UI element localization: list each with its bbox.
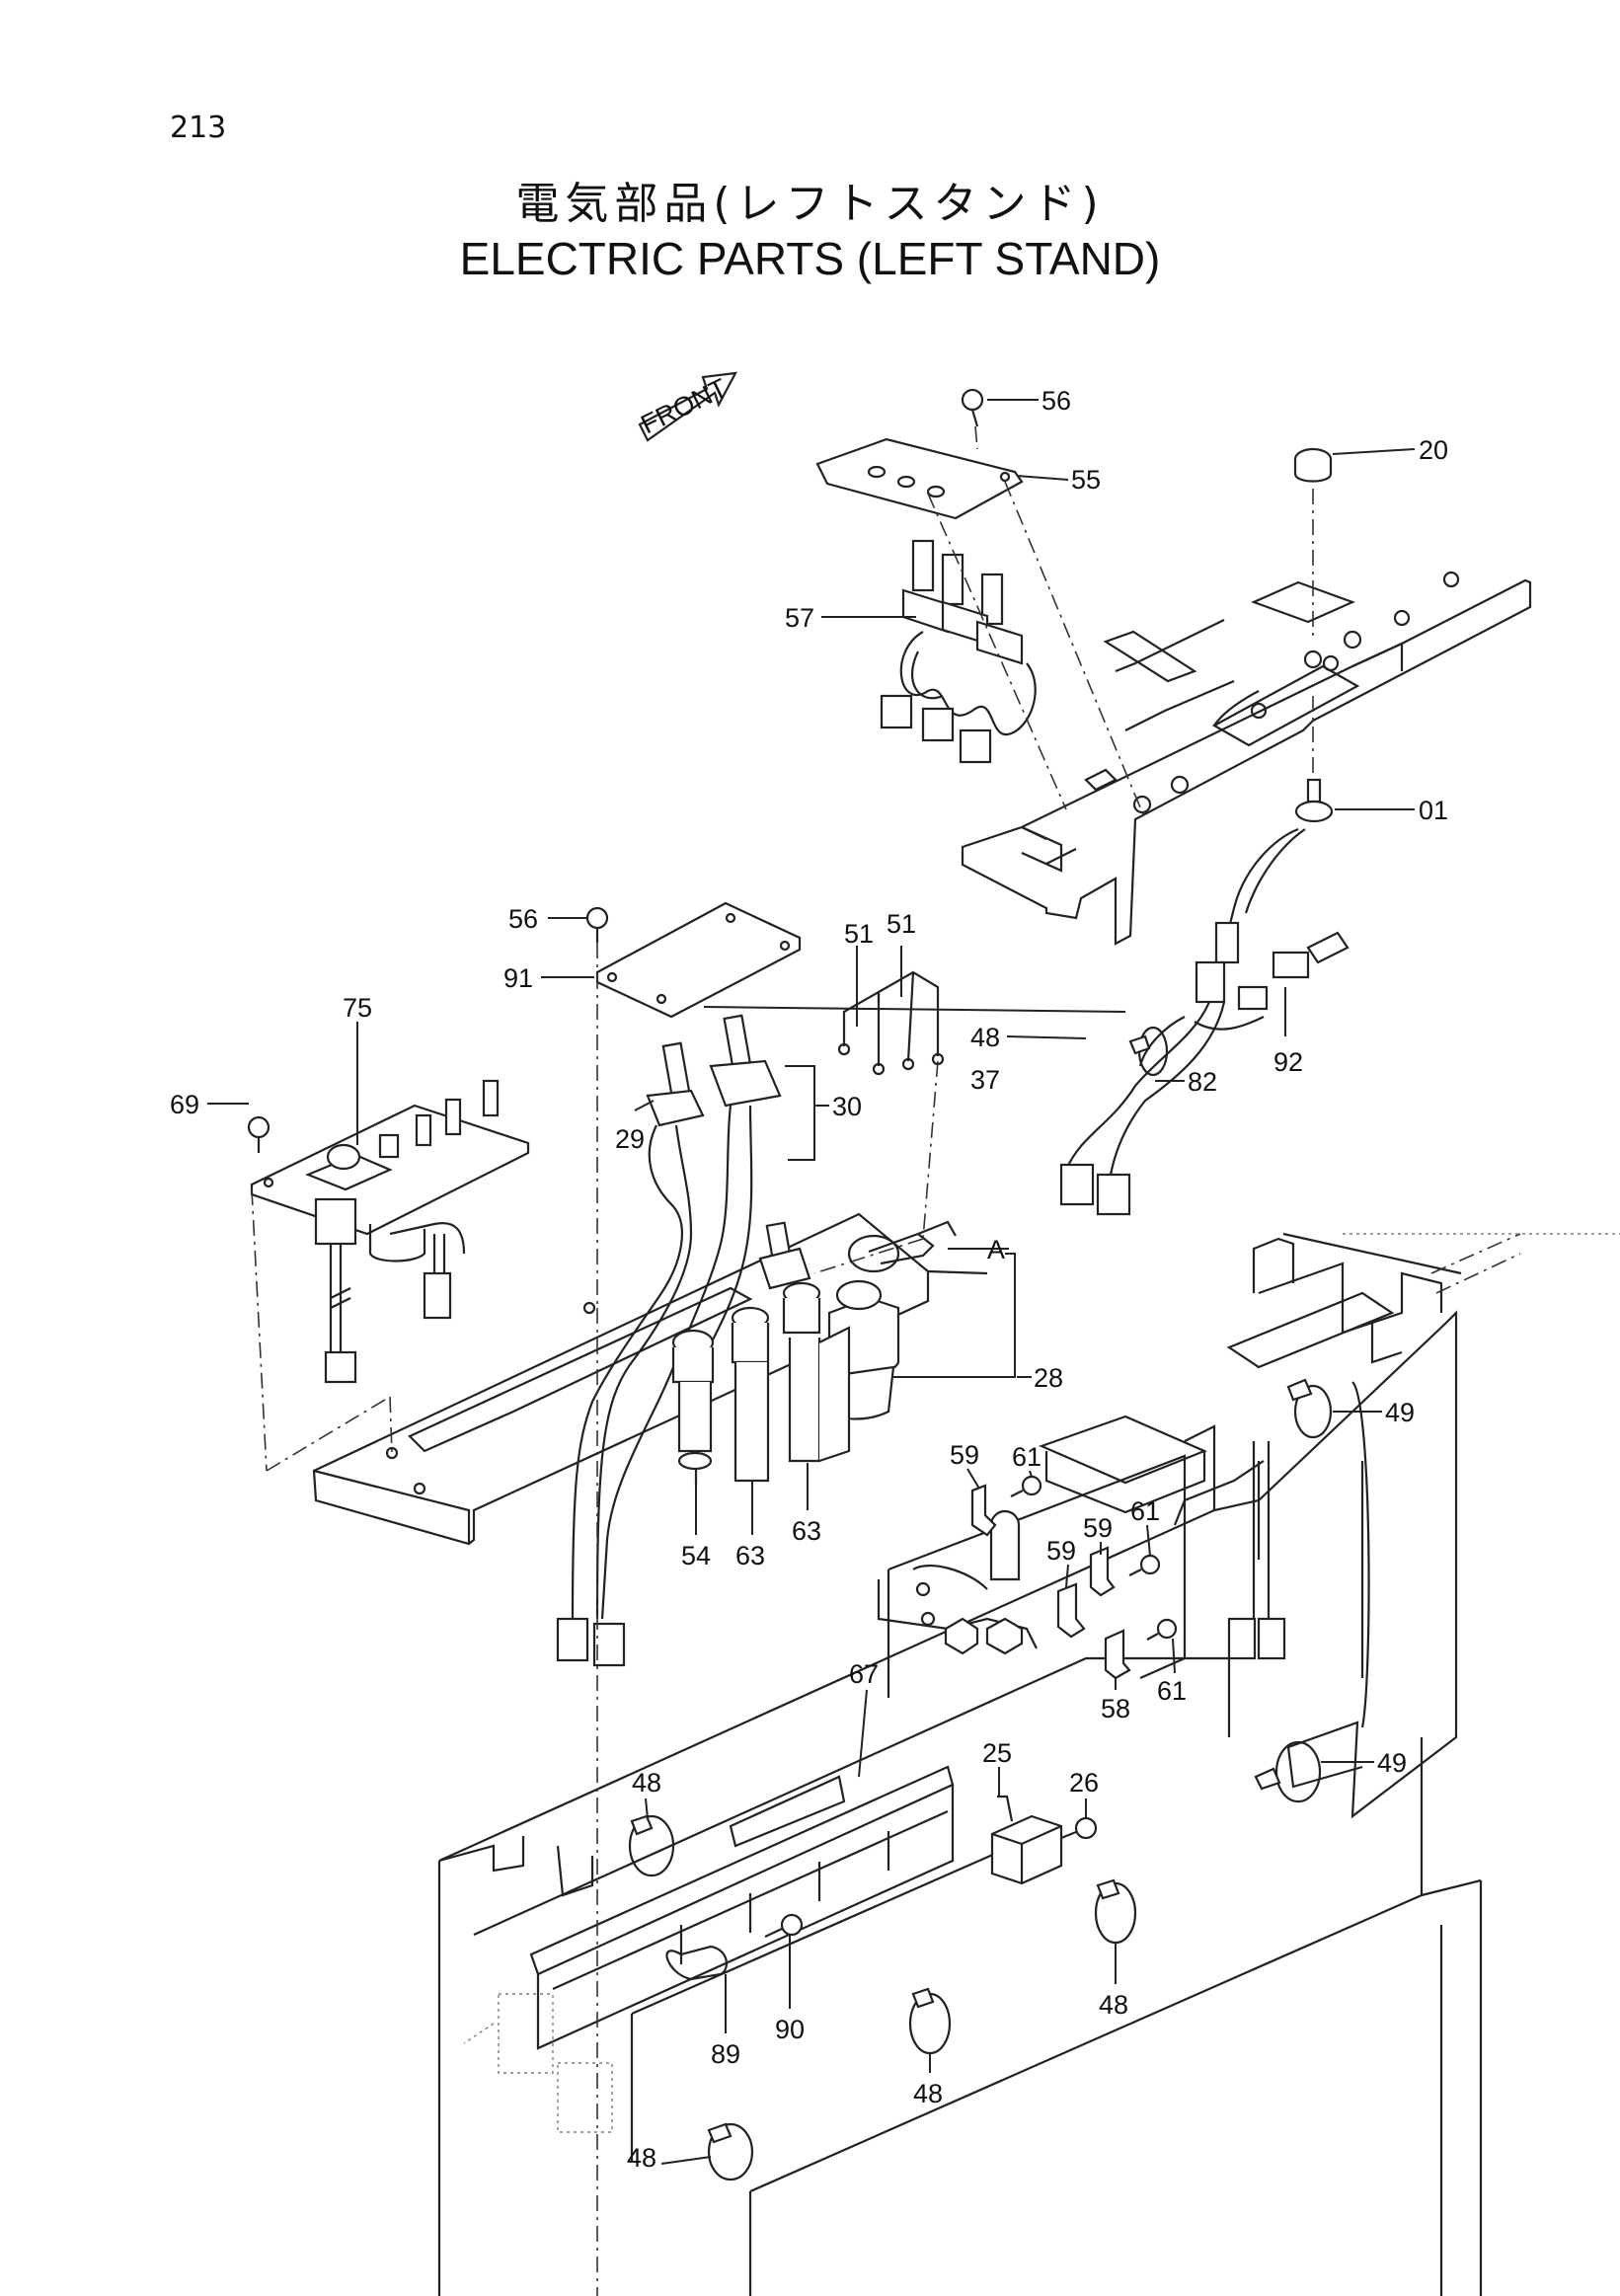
pilot-lamp-54 [671, 1329, 715, 1486]
hose-clamp-49-lower [1254, 1740, 1322, 1803]
callout-labels: 56 55 20 57 01 56 91 51 51 48 92 37 82 7… [170, 386, 1448, 2173]
cover-plate-91 [595, 901, 802, 1019]
callout-57: 57 [785, 603, 814, 633]
callout-89: 89 [711, 2039, 740, 2069]
toggle-switch-30 [600, 1014, 811, 1620]
callout-56a: 56 [1041, 386, 1071, 416]
leader-lines [207, 399, 1416, 2165]
callout-29: 29 [615, 1124, 645, 1154]
callout-61a: 61 [1012, 1442, 1041, 1472]
wire-harness-82 [1059, 921, 1350, 1216]
callout-48b: 48 [632, 1768, 661, 1798]
callout-28: 28 [1034, 1363, 1063, 1393]
left-stand-upper-frame [312, 1212, 988, 1546]
toggle-switch-29 [571, 1041, 705, 1620]
screw-56-middle [585, 906, 609, 943]
callout-59c: 59 [1046, 1536, 1076, 1566]
relay-25 [990, 1795, 1063, 1885]
clamp-59b [1056, 1582, 1086, 1639]
switch-panel-75 [250, 1079, 530, 1384]
bolt-61a [1010, 1475, 1042, 1497]
hidden-detail-lower-left [463, 1993, 613, 2133]
page-number: 213 [170, 111, 227, 145]
bolt-90 [764, 1913, 804, 1938]
callout-55: 55 [1071, 465, 1101, 495]
callout-59b: 59 [1083, 1513, 1113, 1543]
front-arrow-label: FRONT [636, 373, 732, 440]
knob-20 [1293, 447, 1333, 483]
hose-clamp-49-upper [1286, 1378, 1333, 1439]
switch-assembly-57 [880, 539, 1037, 764]
callout-A: A [987, 1235, 1005, 1264]
u-bolts-51 [837, 970, 945, 1076]
alignment-lines [251, 425, 1314, 2296]
callout-58: 58 [1101, 1694, 1130, 1723]
callout-69: 69 [170, 1090, 199, 1119]
callout-20: 20 [1419, 435, 1448, 465]
hose-clamp-48-right [1094, 1878, 1137, 1945]
callout-48c: 48 [1099, 1990, 1128, 2020]
callout-49a: 49 [1385, 1398, 1415, 1427]
callout-61b: 61 [1130, 1496, 1160, 1526]
callout-90: 90 [775, 2015, 805, 2044]
callout-30: 30 [832, 1092, 862, 1121]
hose-clamp-48-bottom [707, 2122, 754, 2181]
callout-91: 91 [503, 963, 533, 993]
bolt-61b [1128, 1554, 1161, 1576]
screw-69 [247, 1115, 270, 1153]
sensor-01 [1224, 778, 1334, 941]
bolt-61c [1146, 1618, 1178, 1641]
callout-01: 01 [1419, 796, 1448, 825]
callout-63b: 63 [792, 1516, 821, 1546]
title-english: ELECTRIC PARTS (LEFT STAND) [459, 233, 1161, 284]
relay-bracket-area [877, 1509, 1038, 1655]
callout-54: 54 [681, 1541, 711, 1570]
indicator-lamps-63 [731, 1281, 851, 1483]
title-japanese: 電気部品(レフトスタンド) [515, 179, 1105, 229]
hose-clamp-48-center [908, 1987, 952, 2055]
callout-63a: 63 [735, 1541, 765, 1570]
cover-plate-55 [815, 437, 1024, 520]
callout-49b: 49 [1377, 1748, 1407, 1778]
right-stand-upper-frame [961, 571, 1532, 946]
callout-59a: 59 [950, 1440, 979, 1470]
callout-92: 92 [1273, 1047, 1303, 1077]
clamp-59a [970, 1484, 997, 1537]
callout-56b: 56 [508, 904, 538, 934]
terminal-strip-67 [529, 1765, 955, 2050]
callout-26: 26 [1069, 1768, 1099, 1798]
chassis-frame [437, 1232, 1620, 2296]
callout-48a: 48 [970, 1023, 1000, 1052]
callout-67: 67 [849, 1659, 879, 1689]
hose-clamp-48-harness [1128, 1026, 1169, 1077]
connectors-lower [556, 1617, 626, 1667]
callout-51b: 51 [887, 909, 916, 939]
callout-61c: 61 [1157, 1676, 1187, 1706]
callout-51a: 51 [844, 919, 874, 949]
cable-clip-89 [665, 1945, 729, 1981]
callout-25: 25 [982, 1738, 1012, 1768]
chassis-lower-body [473, 1656, 1483, 2296]
clamp-59c [1089, 1546, 1116, 1597]
callout-82: 82 [1188, 1067, 1217, 1097]
callout-48e: 48 [627, 2143, 656, 2173]
callout-37: 37 [970, 1065, 1000, 1095]
callout-75: 75 [343, 993, 372, 1023]
bolt-26 [1060, 1816, 1098, 1840]
screw-56-top [961, 388, 984, 427]
front-arrow-icon: FRONT [636, 371, 737, 442]
hose-clamp-48-left [628, 1814, 675, 1877]
clamp-58 [1104, 1629, 1131, 1680]
callout-48d: 48 [913, 2079, 943, 2108]
